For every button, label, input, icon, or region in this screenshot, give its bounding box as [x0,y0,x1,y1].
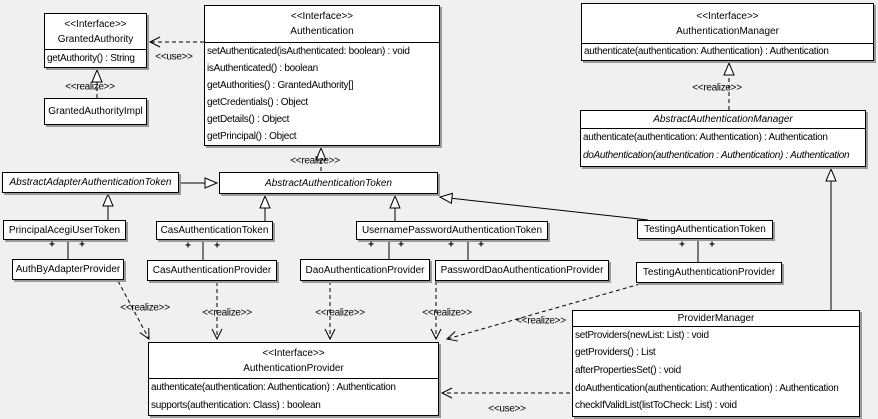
assoc-plus: + [368,239,374,251]
class-name: AbstractAuthenticationToken [265,177,392,189]
stereotype: <<Interface>> [290,11,354,22]
class-name: CasAuthenticationToken [160,225,269,236]
stereotype: <<Interface>> [262,347,325,359]
class-granted-authority-impl[interactable]: GrantedAuthorityImpl [44,98,147,125]
assoc-plus: + [478,239,484,251]
realize-label: <<realize>> [120,302,170,314]
method: authenticate(authentication: Authenticat… [584,45,829,57]
class-abstract-authentication-manager[interactable]: AbstractAuthenticationManager authentica… [580,110,866,167]
class-name: DaoAuthenticationProvider [305,264,425,276]
method: getAuthority() : String [47,52,135,64]
class-principal-acegi-user-token[interactable]: PrincipalAcegiUserToken [3,220,126,240]
method: getAuthorities() : GrantedAuthority[] [207,79,354,91]
class-name: AuthByAdapterProvider [15,264,121,275]
assoc-plus: + [185,240,191,252]
assoc-plus: + [709,239,715,251]
class-name: TestingAuthenticationToken [644,224,766,235]
class-name: AbstractAuthenticationManager [653,114,793,125]
assoc-plus: + [448,239,454,251]
realize-testing-provider [445,283,641,342]
stereotype: <<Interface>> [64,18,127,30]
class-auth-by-adapter-provider[interactable]: AuthByAdapterProvider [12,259,124,280]
class-name: AbstractAdapterAuthenticationToken [9,177,172,188]
class-name: PrincipalAcegiUserToken [8,224,121,236]
class-name: TestingAuthenticationProvider [642,267,776,278]
class-testing-authentication-token[interactable]: TestingAuthenticationToken [637,220,773,239]
class-username-password-authentication-token[interactable]: UsernamePasswordAuthenticationToken [356,221,548,240]
class-cas-authentication-token[interactable]: CasAuthenticationToken [156,221,273,240]
use-label: <<use>> [155,51,193,63]
method: getProviders() : List [575,347,656,359]
class-name: CasAuthenticationProvider [152,265,272,276]
class-name: AuthenticationProvider [243,362,344,374]
assoc-plus: + [679,239,685,251]
stereotype: <<Interface>> [696,10,759,22]
realize-label: <<realize>> [692,82,742,94]
realize-label: <<realize>> [422,307,472,319]
class-name: UsernamePasswordAuthenticationToken [361,225,543,236]
use-label: <<use>> [488,403,526,415]
method: getCredentials() : Object [207,96,308,108]
method: afterPropertiesSet() : void [575,364,681,376]
class-name: Authentication [290,26,354,37]
method: isAuthenticated() : boolean [207,62,318,74]
class-provider-manager[interactable]: ProviderManager setProviders(newList: Li… [572,310,860,417]
method: authenticate(authentication: Authenticat… [151,382,396,393]
method: setAuthenticated(isAuthenticated: boolea… [207,45,410,57]
assoc-plus: + [49,239,55,251]
assoc-plus: + [79,239,85,251]
class-name: ProviderManager [677,313,755,324]
assoc-plus: + [398,239,404,251]
class-name: AuthenticationManager [676,25,779,37]
class-authentication-manager[interactable]: <<Interface>> AuthenticationManager auth… [581,3,874,61]
realize-label: <<realize>> [290,155,340,167]
method: checkIfValidList(listToCheck: List) : vo… [575,400,737,412]
class-testing-authentication-provider[interactable]: TestingAuthenticationProvider [636,262,782,283]
method: setProviders(newList: List) : void [575,329,709,341]
class-abstract-adapter-authentication-token[interactable]: AbstractAdapterAuthenticationToken [2,172,179,193]
realize-auth-by-adapter-provider [117,280,150,340]
class-dao-authentication-provider[interactable]: DaoAuthenticationProvider [300,259,430,281]
class-name: PasswordDaoAuthenticationProvider [440,265,604,276]
class-name: GrantedAuthorityImpl [48,106,143,117]
class-cas-authentication-provider[interactable]: CasAuthenticationProvider [147,260,277,281]
realize-label: <<realize>> [202,307,252,319]
method: supports(authentication: Class) : boolea… [151,400,321,411]
class-authentication-provider[interactable]: <<Interface>> AuthenticationProvider aut… [148,342,439,416]
class-name: GrantedAuthority [57,33,134,45]
realize-label: <<realize>> [315,307,365,319]
class-password-dao-authentication-provider[interactable]: PasswordDaoAuthenticationProvider [435,260,609,281]
gen-testing-token-to-abstract-token [438,192,649,221]
class-authentication[interactable]: <<Interface>> Authentication setAuthenti… [204,5,440,146]
class-granted-authority[interactable]: <<Interface>> GrantedAuthority getAuthor… [44,13,147,68]
method: getDetails() : Object [207,113,290,125]
method: authenticate(authentication: Authenticat… [583,132,828,143]
realize-label: <<realize>> [65,81,115,93]
method: getPrincipal() : Object [207,130,297,142]
assoc-plus: + [214,240,220,252]
class-abstract-authentication-token[interactable]: AbstractAuthenticationToken [219,172,438,194]
method: doAuthentication(authentication: Authent… [575,382,839,394]
method: doAuthentication(authentication : Authen… [583,150,850,161]
realize-label: <<realize>> [516,315,566,327]
